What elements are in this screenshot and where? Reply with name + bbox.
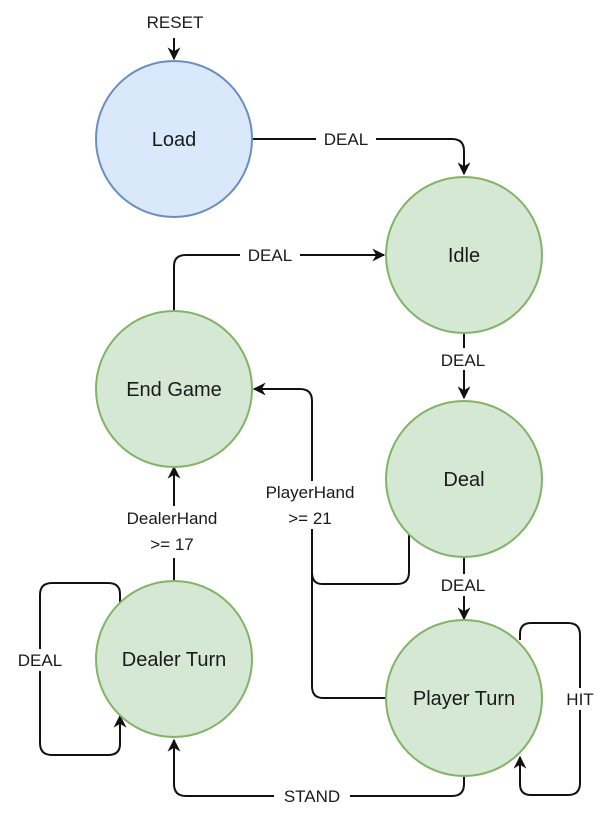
idle-to-deal-label: DEAL: [441, 351, 485, 370]
edge-player-to-end: [311, 560, 386, 699]
state-end-game-circle: [95, 310, 253, 468]
state-idle-circle: [385, 176, 543, 334]
edge-deal-to-end: [252, 382, 410, 585]
state-player-turn-circle: [385, 619, 543, 777]
dealer-self-label: DEAL: [18, 651, 62, 670]
dealer-to-end-label-line1: DealerHand: [127, 509, 218, 528]
state-load-circle: [95, 60, 253, 218]
state-end-game-label: End Game: [126, 379, 222, 401]
state-deal-label: Deal: [443, 469, 484, 491]
state-player-turn[interactable]: Player Turn: [385, 619, 543, 777]
state-idle-label: Idle: [448, 245, 480, 267]
state-idle[interactable]: Idle: [385, 176, 543, 334]
state-dealer-turn[interactable]: Dealer Turn: [95, 580, 253, 738]
state-load[interactable]: Load: [95, 60, 253, 218]
states: Load Idle End Game Deal Dealer Turn Play…: [95, 60, 543, 777]
edge-load-to-idle: [252, 138, 471, 176]
player-to-dealer-label: STAND: [284, 787, 340, 806]
end-to-idle-label: DEAL: [248, 246, 292, 265]
load-to-idle-label: DEAL: [324, 130, 368, 149]
state-deal[interactable]: Deal: [385, 400, 543, 558]
deal-to-player-label: DEAL: [441, 576, 485, 595]
player-to-end-label-line2: >= 21: [288, 509, 332, 528]
state-dealer-turn-label: Dealer Turn: [122, 649, 227, 671]
state-player-turn-label: Player Turn: [413, 688, 515, 710]
player-hit-label: HIT: [566, 690, 593, 709]
edge-end-to-idle: [173, 248, 386, 312]
edge-labels: RESET DEAL DEAL DEAL DEAL PlayerHand >= …: [14, 13, 598, 807]
state-end-game[interactable]: End Game: [95, 310, 253, 468]
state-deal-circle: [385, 400, 543, 558]
dealer-to-end-label-line2: >= 17: [150, 535, 194, 554]
player-to-end-label-line1: PlayerHand: [266, 483, 355, 502]
reset-label: RESET: [147, 13, 204, 32]
state-dealer-turn-circle: [95, 580, 253, 738]
state-load-label: Load: [152, 129, 197, 151]
